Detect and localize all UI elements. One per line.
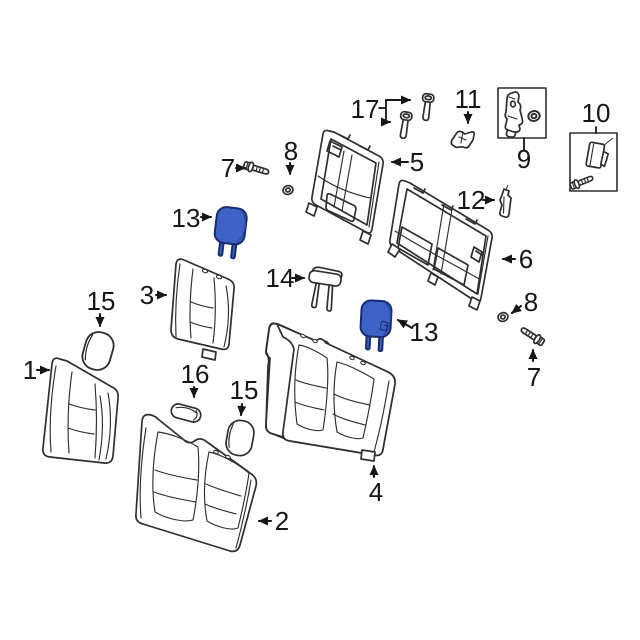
callout-15-mid-arrow [237, 402, 247, 417]
callout-10-label: 10 [582, 98, 611, 128]
callout-labels: 17 11 9 10 5 12 6 8 7 8 7 13 14 13 3 15 … [23, 84, 611, 536]
part-17-guide-screw-upper [419, 92, 436, 122]
part-15-headrest-cover-mid [223, 417, 257, 459]
part-3-seat-back-cover-single [170, 258, 235, 361]
callout-13-left-label: 13 [172, 203, 201, 233]
part-5-seat-back-frame-left [305, 129, 385, 245]
part-10-kit-box [568, 132, 618, 192]
callout-12-label: 12 [457, 185, 486, 215]
callout-6-label: 6 [519, 244, 533, 274]
callout-arrows [35, 95, 597, 526]
callout-16-label: 16 [181, 359, 210, 389]
part-14-center-headrest [308, 266, 343, 312]
part-7-bolt-right [518, 324, 547, 348]
callout-17-label: 17 [351, 94, 380, 124]
part-8-washer-left [281, 183, 295, 197]
callout-13-right-label: 13 [410, 317, 439, 347]
part-12-bracket [498, 184, 512, 219]
callout-17-bracket [378, 99, 387, 123]
part-8-washer-right [496, 310, 510, 324]
callout-8-left-label: 8 [284, 136, 298, 166]
part-9-kit-box [497, 87, 547, 139]
part-15-headrest-cover-top [78, 328, 118, 374]
callout-14-label: 14 [266, 263, 295, 293]
callout-3-label: 3 [140, 280, 154, 310]
callout-5-label: 5 [410, 147, 424, 177]
part-7-bolt-left [241, 159, 271, 178]
part-16-armrest-cover [170, 403, 202, 423]
part-13-headrest-left [210, 205, 249, 261]
callout-15-top-label: 15 [87, 286, 116, 316]
callout-13-right-arrow [396, 318, 414, 330]
callout-9-label: 9 [517, 144, 531, 174]
callout-11-label: 11 [455, 84, 482, 114]
callout-2-label: 2 [275, 506, 289, 536]
part-2-seat-back-cover-bench [135, 413, 258, 553]
part-11-clip [450, 130, 476, 149]
part-6-seat-back-frame-right [387, 179, 494, 311]
part-17-guide-screw-lower [396, 110, 414, 140]
callout-7-left-label: 7 [221, 153, 235, 183]
callout-4-label: 4 [369, 477, 383, 507]
callout-15-mid-label: 15 [230, 375, 259, 405]
part-1-seat-back-cushion-left [42, 357, 119, 464]
callout-7-right-label: 7 [527, 362, 541, 392]
part-4-seat-back-cover-right [264, 322, 396, 462]
callout-8-right-label: 8 [524, 287, 538, 317]
callout-8-right-arrow [510, 303, 523, 315]
callout-1-label: 1 [23, 355, 37, 385]
headrest-adjuster-detail [379, 320, 389, 332]
